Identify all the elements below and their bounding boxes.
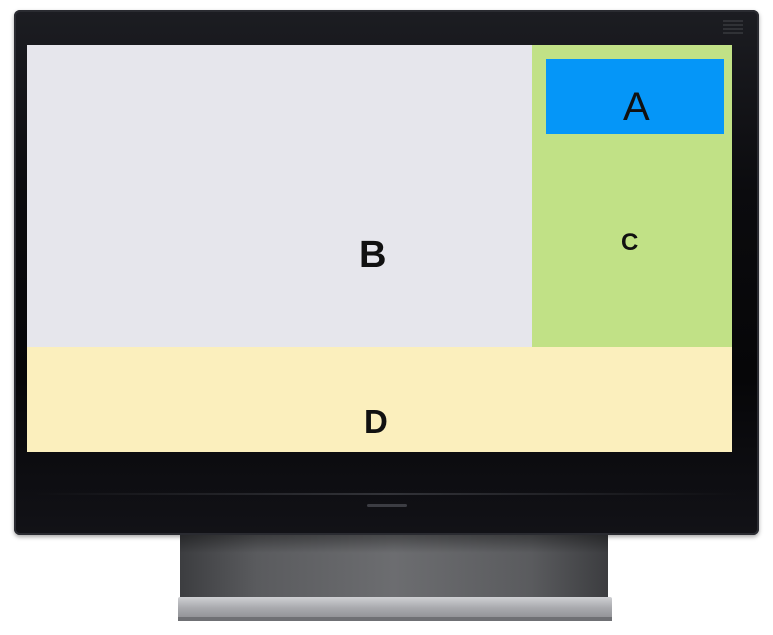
bezel-highlight: [34, 493, 739, 495]
speaker-grille-icon: [723, 20, 743, 34]
region-c-label: C: [621, 231, 638, 255]
region-b-label: B: [359, 236, 386, 274]
monitor-screen: B C A D: [27, 45, 732, 452]
region-d-label: D: [364, 405, 388, 438]
stand-shadow: [180, 535, 608, 553]
region-a-label: A: [623, 87, 650, 127]
monitor-stand-neck: [180, 535, 608, 605]
brand-logo: [367, 504, 407, 507]
region-b: [27, 45, 532, 347]
monitor-stand-base: [178, 597, 612, 621]
stand-base-edge: [178, 617, 612, 621]
